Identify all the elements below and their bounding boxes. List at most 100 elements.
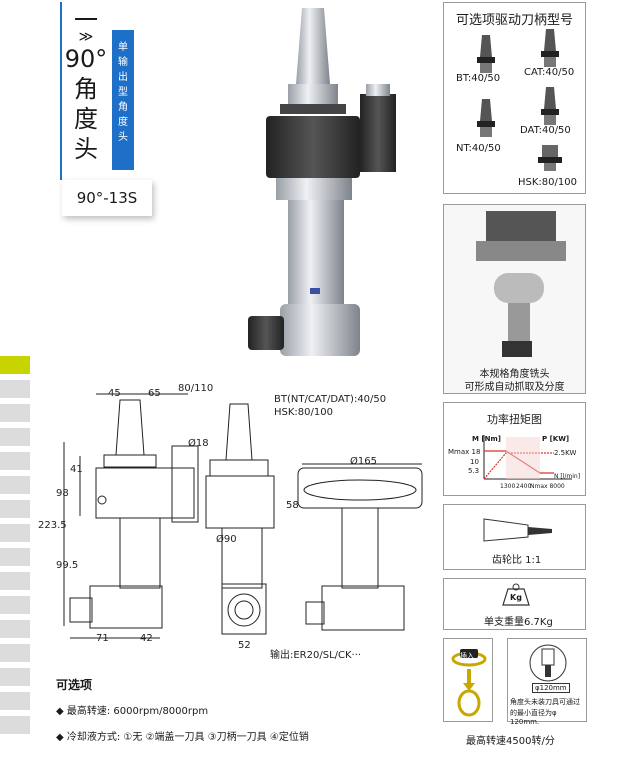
torque-x-1300: 1300 bbox=[500, 483, 516, 490]
side-strip bbox=[0, 596, 30, 614]
output-note: 输出:ER20/SL/CK··· bbox=[270, 650, 362, 661]
technical-drawing bbox=[63, 393, 423, 639]
optional-speed: ◆ 最高转速: 6000rpm/8000rpm bbox=[56, 702, 208, 717]
model-label: 90°-13S bbox=[62, 180, 152, 216]
gear-ratio-label: 齿轮比 1:1 bbox=[492, 555, 542, 566]
shank-icon bbox=[541, 29, 559, 67]
min-diameter-line2: 的最小直径为φ 120mm. bbox=[510, 709, 557, 726]
optional-coolant-text: 冷却液方式: ①无 ②端盖一刀具 ③刀柄一刀具 ④定位销 bbox=[66, 732, 309, 743]
shank-note-2: HSK:80/100 bbox=[274, 407, 333, 418]
title-char: 头 bbox=[74, 135, 98, 163]
side-strip bbox=[0, 716, 30, 734]
weight-panel: Kg 单支重量6.7Kg bbox=[443, 578, 586, 630]
gear-ratio-panel: 齿轮比 1:1 bbox=[443, 504, 586, 570]
dim-42: 42 bbox=[140, 633, 153, 644]
torque-title: 功率扭矩图 bbox=[487, 413, 542, 426]
dim-99-5: 99.5 bbox=[56, 560, 79, 571]
min-diameter-value: φ120mm bbox=[532, 683, 570, 693]
side-strip bbox=[0, 476, 30, 494]
shank-icon bbox=[541, 87, 559, 125]
side-strip bbox=[0, 500, 30, 518]
bullet-icon: ◆ bbox=[56, 732, 67, 743]
dim-d165: Ø165 bbox=[350, 456, 377, 467]
tag-char: 出 bbox=[118, 72, 128, 83]
bevel-gear-icon bbox=[483, 518, 552, 542]
side-strip bbox=[0, 428, 30, 446]
min-diameter-line1: 角度头未装刀具可通过 bbox=[510, 698, 580, 706]
shank-icon bbox=[477, 35, 495, 73]
tag-char: 角 bbox=[118, 102, 128, 113]
torque-x-2400: 2400 bbox=[516, 483, 532, 490]
side-strip bbox=[0, 404, 30, 422]
torque-mmax: Mmax 18 bbox=[448, 448, 481, 456]
side-strip bbox=[0, 668, 30, 686]
side-strip bbox=[0, 644, 30, 662]
shank-hsk: HSK:80/100 bbox=[518, 177, 577, 188]
dim-52: 52 bbox=[238, 640, 251, 651]
title-char: 度 bbox=[74, 105, 98, 133]
dim-223-5: 223.5 bbox=[38, 520, 67, 531]
tag-char: 头 bbox=[118, 132, 128, 143]
shank-icon bbox=[477, 99, 495, 137]
title-char: 角 bbox=[74, 75, 98, 103]
shank-icon bbox=[538, 145, 562, 171]
milling-head-photo bbox=[476, 211, 566, 357]
optional-title: 可选项 bbox=[56, 678, 93, 692]
milling-caption-2: 可形成自动抓取及分度 bbox=[464, 382, 565, 393]
dim-98: 98 bbox=[56, 488, 69, 499]
title-degree: 90° bbox=[64, 45, 108, 73]
side-strip bbox=[0, 548, 30, 566]
torque-m10: 10 bbox=[470, 458, 479, 466]
side-strip bbox=[0, 572, 30, 590]
side-strip bbox=[0, 452, 30, 470]
dim-65: 65 bbox=[148, 388, 161, 399]
title-chevron: ≫ bbox=[78, 29, 94, 45]
dim-d18: Ø18 bbox=[188, 438, 209, 449]
max-speed-note: 最高转速4500转/分 bbox=[466, 736, 555, 747]
title-bracket bbox=[60, 2, 62, 180]
title-dash: 一 bbox=[74, 6, 98, 34]
torque-m53: 5.3 bbox=[468, 467, 480, 475]
shank-note-1: BT(NT/CAT/DAT):40/50 bbox=[274, 394, 387, 405]
insert-panel: 插入 bbox=[443, 638, 493, 722]
shank-panel-title: 可选项驱动刀柄型号 bbox=[455, 13, 573, 28]
min-diameter-icon bbox=[529, 644, 567, 682]
type-tag: 单 输 出 型 角 度 头 bbox=[112, 30, 134, 170]
torque-panel: 功率扭矩图 M [Nm] P [KW] Mmax 18 10 5.3 2.5KW… bbox=[443, 402, 586, 496]
torque-n-label: N [l/min] bbox=[554, 473, 581, 480]
optional-speed-text: 最高转速: 6000rpm/8000rpm bbox=[66, 706, 209, 717]
product-title: 一 ≫ 90° 角 度 头 bbox=[60, 6, 112, 164]
dim-80-110: 80/110 bbox=[178, 383, 214, 394]
optional-coolant: ◆ 冷却液方式: ①无 ②端盖一刀具 ③刀柄一刀具 ④定位销 bbox=[56, 728, 309, 743]
shank-cat: CAT:40/50 bbox=[524, 67, 575, 78]
dim-d90: Ø90 bbox=[216, 534, 237, 545]
side-strip-green bbox=[0, 356, 30, 374]
side-strip bbox=[0, 692, 30, 710]
weight-icon bbox=[502, 583, 530, 606]
shank-bt: BT:40/50 bbox=[456, 73, 501, 84]
torque-p-label: P [KW] bbox=[542, 435, 570, 443]
shank-nt: NT:40/50 bbox=[456, 143, 501, 154]
insert-label: 插入 bbox=[460, 652, 474, 660]
milling-panel: 本规格角度铣头 可形成自动抓取及分度 bbox=[443, 204, 586, 394]
tag-char: 输 bbox=[118, 57, 128, 68]
shank-types-panel: 可选项驱动刀柄型号 BT:40/50 CAT:40/50 NT:40/50 DA… bbox=[443, 2, 586, 194]
dim-58: 58 bbox=[286, 500, 299, 511]
torque-m-label: M [Nm] bbox=[472, 435, 501, 443]
tag-char: 单 bbox=[118, 42, 128, 53]
side-strip bbox=[0, 524, 30, 542]
shank-dat: DAT:40/50 bbox=[520, 125, 571, 136]
dim-41: 41 bbox=[70, 464, 83, 475]
bullet-icon: ◆ bbox=[56, 706, 67, 717]
torque-p-tick: 2.5KW bbox=[554, 449, 577, 457]
side-strip bbox=[0, 380, 30, 398]
insert-icon bbox=[451, 649, 487, 717]
milling-caption-1: 本规格角度铣头 bbox=[479, 369, 550, 380]
weight-label: 单支重量6.7Kg bbox=[484, 617, 553, 628]
tag-char: 型 bbox=[118, 87, 128, 98]
product-photo bbox=[248, 8, 396, 356]
torque-chart bbox=[483, 435, 572, 480]
min-diameter-panel: φ120mm 角度头未装刀具可通过 的最小直径为φ 120mm. bbox=[507, 638, 587, 726]
dim-45: 45 bbox=[108, 388, 121, 399]
torque-x-nmax: Nmax 8000 bbox=[530, 483, 565, 490]
